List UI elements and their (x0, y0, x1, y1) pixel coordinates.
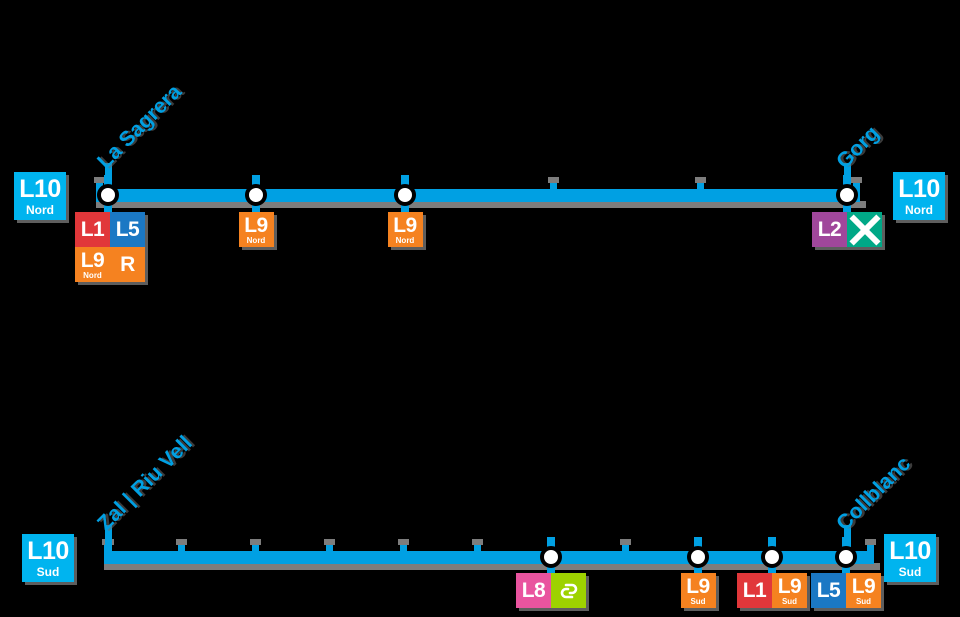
station-tick-sud-7[interactable] (620, 539, 631, 564)
station-name-nord-0: La Sagrera (93, 80, 187, 174)
line-badge-L5[interactable]: L5 (110, 212, 145, 247)
line-badge-number: L2 (817, 218, 842, 241)
track-endcap-sud-1 (865, 539, 876, 564)
line-badge-L2[interactable]: L2 (812, 212, 847, 247)
line-badge-sub: Sud (855, 596, 872, 606)
line-badge-sub: Sud (781, 596, 798, 606)
line-badge-L1[interactable]: L1 (737, 573, 772, 608)
label-leader-sud-1 (844, 525, 851, 547)
line-badge-number: L9 (777, 574, 802, 598)
interchange-badges-nord-5: L2 (812, 212, 882, 247)
line-badge-number: L1 (80, 218, 105, 241)
terminus-sub: Sud (898, 564, 922, 579)
interchange-badges-sud-6: L8 (516, 573, 586, 608)
station-stub-sud-6 (547, 537, 555, 553)
station-stub-low-sud-9 (768, 560, 776, 576)
station-dot-sud-8[interactable] (687, 546, 709, 568)
station-tick-sud-3[interactable] (324, 539, 335, 564)
label-leader-nord-0 (105, 163, 112, 185)
terminus-sub: Nord (905, 202, 933, 217)
station-stub-sud-10 (842, 537, 850, 553)
line-badge-number: L9 (244, 213, 268, 237)
line-badge-sub: Sud (690, 596, 706, 606)
station-stub-low-nord-0 (104, 198, 112, 214)
line-badge-sub: Nord (83, 270, 102, 280)
station-stub-low-nord-2 (401, 198, 409, 214)
station-dot-sud-10[interactable] (835, 546, 857, 568)
station-stub-nord-0 (104, 175, 112, 191)
station-stub-nord-2 (401, 175, 409, 191)
station-dot-nord-1[interactable] (245, 184, 267, 206)
station-stub-low-nord-1 (252, 198, 260, 214)
line-track-nord[interactable] (96, 189, 860, 202)
station-tick-nord-3[interactable] (548, 177, 559, 202)
tram-icon[interactable] (847, 212, 882, 247)
line-badge-number: R (120, 253, 135, 276)
station-stub-sud-8 (694, 537, 702, 553)
station-stub-low-nord-5 (843, 198, 851, 214)
station-stub-low-sud-8 (694, 560, 702, 576)
line-badge-number: L9 (686, 574, 710, 598)
label-leader-nord-1 (844, 163, 851, 185)
fgc-icon[interactable] (551, 573, 586, 608)
station-name-sud-1: Collblanc (832, 452, 916, 536)
line-badge-R[interactable]: R (110, 247, 145, 282)
station-tick-sud-2[interactable] (250, 539, 261, 564)
station-stub-nord-1 (252, 175, 260, 191)
line-badge-L5[interactable]: L5 (811, 573, 846, 608)
line-badge-number: L9 (851, 574, 876, 598)
terminus-sub: Sud (36, 564, 60, 579)
line-badge-number: L1 (742, 579, 767, 602)
station-stub-sud-9 (768, 537, 776, 553)
line-badge-L8[interactable]: L8 (516, 573, 551, 608)
station-name-sud-0: Zal | Riu Vell (93, 431, 197, 536)
line-badge-number: L5 (816, 579, 841, 602)
line-track-sud[interactable] (104, 551, 874, 564)
station-tick-nord-4[interactable] (695, 177, 706, 202)
line-badge-number: L5 (115, 218, 140, 241)
station-stub-low-sud-10 (842, 560, 850, 576)
station-stub-nord-5 (843, 175, 851, 191)
terminus-sub: Nord (26, 202, 54, 217)
label-leader-sud-0 (105, 525, 112, 547)
line-badge-L1[interactable]: L1 (75, 212, 110, 247)
line-badge-number: L9 (80, 248, 105, 272)
line-badge-sub: Nord (246, 235, 266, 245)
station-dot-nord-0[interactable] (97, 184, 119, 206)
terminus-number: L10 (889, 536, 931, 565)
station-name-nord-1: Gorg (832, 121, 884, 174)
terminus-number: L10 (19, 174, 61, 203)
station-stub-low-sud-6 (547, 560, 555, 576)
station-dot-nord-2[interactable] (394, 184, 416, 206)
station-tick-sud-5[interactable] (472, 539, 483, 564)
station-tick-sud-1[interactable] (176, 539, 187, 564)
station-dot-nord-5[interactable] (836, 184, 858, 206)
station-dot-sud-9[interactable] (761, 546, 783, 568)
line-badge-number: L8 (521, 579, 546, 602)
track-shadow-nord (96, 201, 866, 208)
track-shadow-sud (104, 563, 880, 570)
terminus-number: L10 (898, 174, 940, 203)
terminus-number: L10 (27, 536, 69, 565)
station-dot-sud-6[interactable] (540, 546, 562, 568)
station-tick-sud-4[interactable] (398, 539, 409, 564)
line-badge-sub: Nord (395, 235, 415, 245)
line-badge-number: L9 (393, 213, 417, 237)
